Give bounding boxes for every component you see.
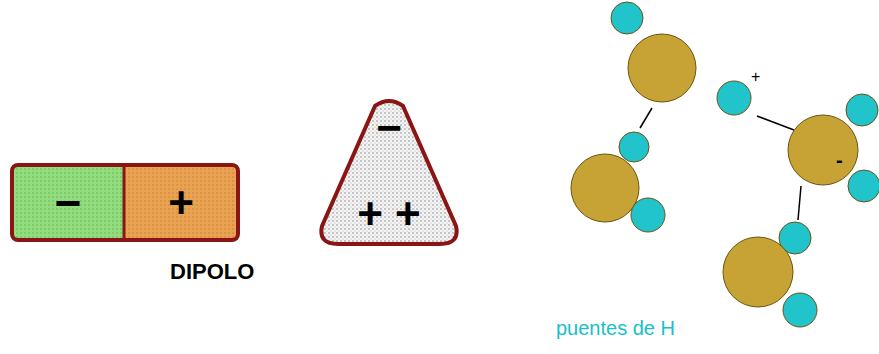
partial-charge: +	[751, 69, 760, 85]
dipole-divider	[123, 165, 126, 240]
positive-pole: +	[126, 167, 236, 238]
dipole-caption: DIPOLO	[170, 261, 254, 283]
charge-sign: + +	[357, 192, 421, 236]
polar-molecule-shape: − + +	[316, 96, 462, 248]
charge-sign: −	[376, 106, 402, 150]
positive-half	[124, 165, 238, 240]
negative-pole: −	[14, 167, 122, 238]
partial-charge: -	[836, 150, 843, 170]
charge-sign: +	[168, 181, 194, 225]
water-molecules	[571, 2, 879, 327]
hydrogen-bonds-caption: puentes de H	[556, 318, 675, 338]
dipole-outline	[12, 165, 238, 240]
hydrogen-bond-lines	[640, 108, 801, 220]
negative-half	[12, 165, 124, 240]
charge-sign: −	[55, 180, 82, 226]
